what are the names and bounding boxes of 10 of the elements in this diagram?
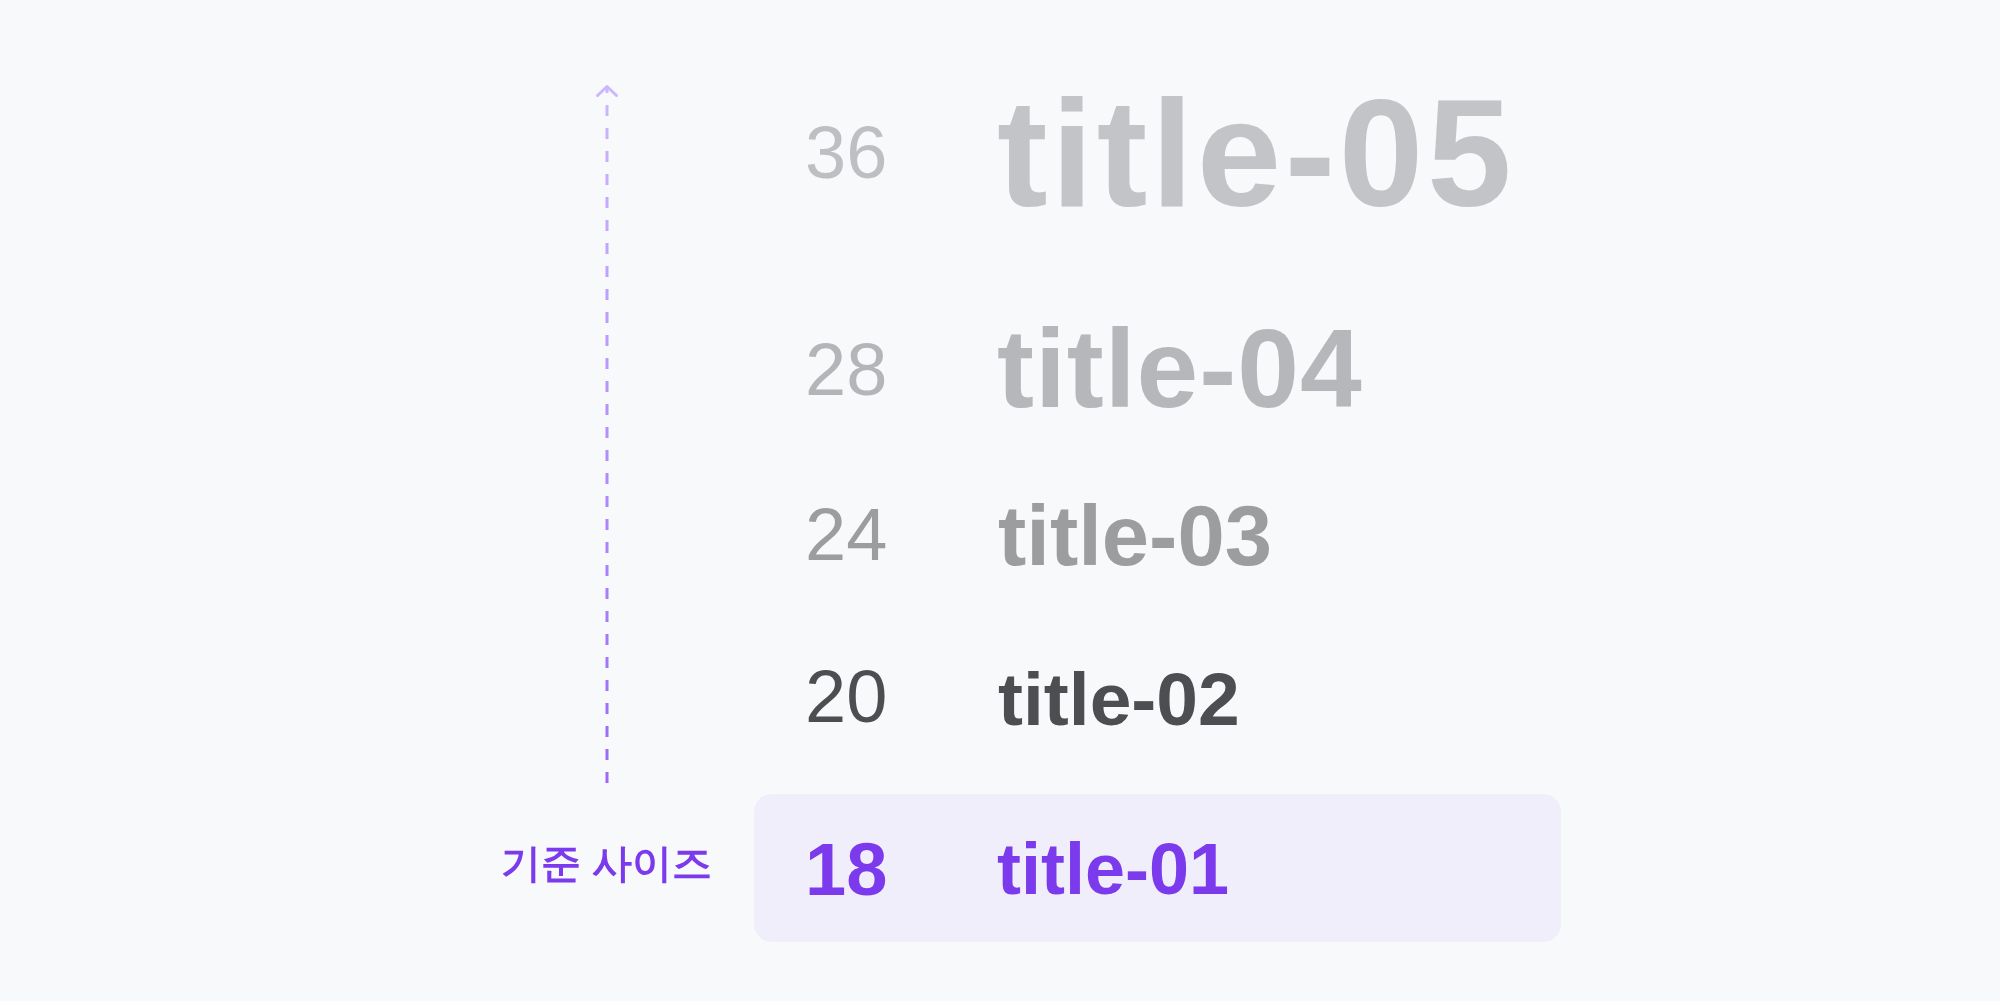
size-number: 18 <box>805 833 888 908</box>
type-sample: title-03 <box>998 493 1272 579</box>
type-sample: title-02 <box>998 661 1240 737</box>
size-number: 20 <box>805 660 888 735</box>
size-number: 24 <box>805 498 888 573</box>
size-number: 36 <box>805 116 888 191</box>
size-number: 28 <box>805 333 888 408</box>
type-sample: title-04 <box>997 314 1363 426</box>
side-caption: 기준 사이즈 <box>500 843 712 883</box>
type-sample: title-01 <box>997 833 1230 906</box>
